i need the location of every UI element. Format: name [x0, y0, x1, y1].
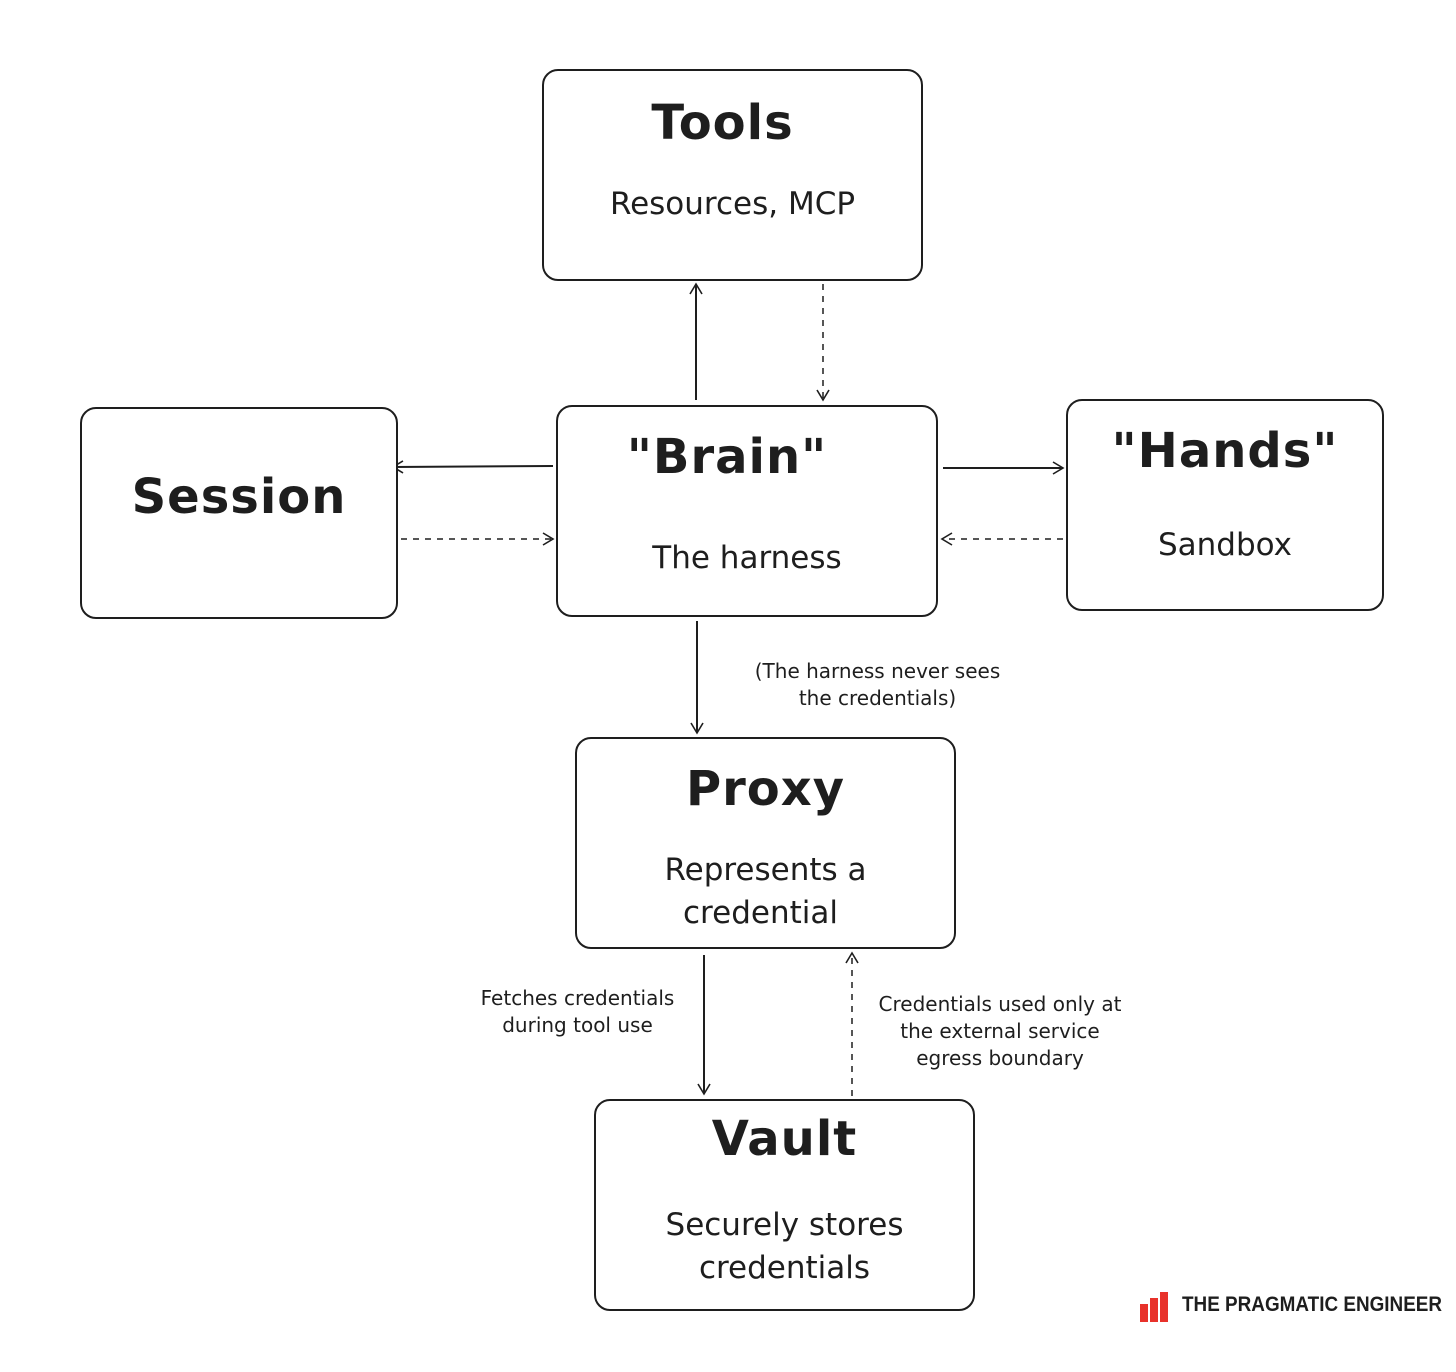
harness-note-line1: (The harness never sees: [754, 659, 1001, 683]
tools-subtitle: Resources, MCP: [609, 186, 856, 222]
brain-box: "Brain" The harness: [556, 405, 938, 617]
fetch-note-line2: during tool use: [502, 1013, 653, 1037]
brain-title: "Brain": [626, 429, 828, 485]
vault-subtitle-line1: Securely stores: [665, 1207, 904, 1243]
vault-title: Vault: [711, 1111, 858, 1167]
logo-text: THE PRAGMATIC ENGINEER: [1182, 1293, 1443, 1316]
session-box: Session: [80, 407, 398, 619]
vault-box: Vault Securely stores credentials: [594, 1099, 975, 1311]
tools-title: Tools: [651, 95, 794, 151]
proxy-title: Proxy: [685, 761, 846, 817]
hands-subtitle: Sandbox: [1157, 527, 1293, 563]
hands-box: "Hands" Sandbox: [1066, 399, 1384, 611]
proxy-subtitle-line1: Represents a: [664, 852, 867, 888]
proxy-subtitle-line2: credential: [683, 895, 838, 931]
arrow-brain-to-session: [391, 460, 554, 474]
hands-title: "Hands": [1111, 423, 1339, 479]
fetch-note-line1: Fetches credentials: [480, 986, 675, 1010]
vault-subtitle-line2: credentials: [698, 1250, 871, 1286]
harness-note-line2: the credentials): [798, 686, 957, 710]
egress-note-line3: egress boundary: [916, 1046, 1084, 1070]
egress-note-line1: Credentials used only at: [878, 992, 1122, 1016]
brain-subtitle: The harness: [652, 540, 842, 576]
tools-box: Tools Resources, MCP: [542, 69, 923, 281]
bar-chart-logo-icon: [1140, 1292, 1168, 1322]
proxy-box: Proxy Represents a credential: [575, 737, 956, 949]
session-title: Session: [131, 469, 347, 525]
pragmatic-engineer-logo: THE PRAGMATIC ENGINEER: [1140, 1288, 1456, 1322]
egress-note-line2: the external service: [900, 1019, 1100, 1043]
